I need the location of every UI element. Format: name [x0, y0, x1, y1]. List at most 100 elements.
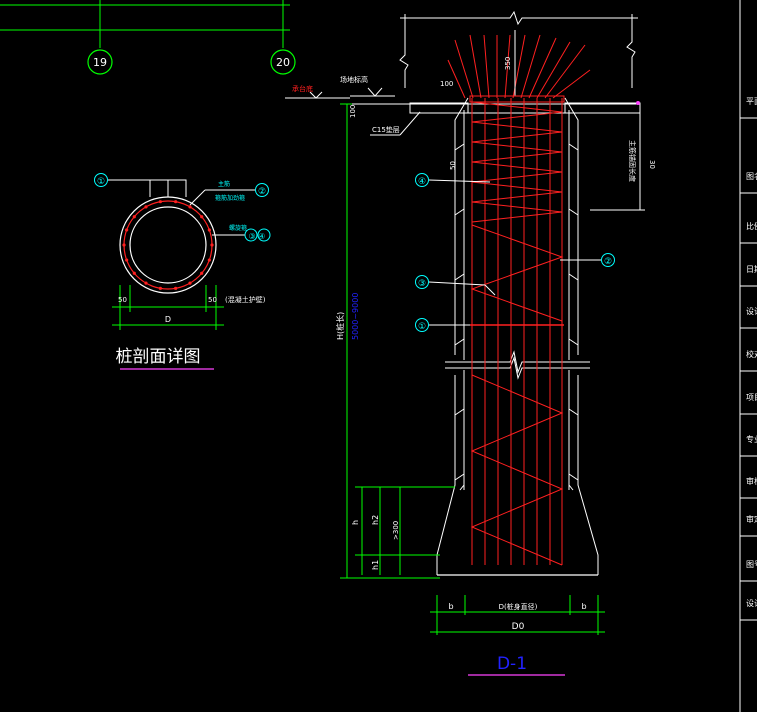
title-block-label: 校对 [746, 349, 757, 359]
title-block-label: 项目 [746, 393, 757, 402]
dim-b-left: b [448, 602, 453, 611]
spiral-stirrup-bottom [470, 374, 564, 566]
title-block-label: 日期 [746, 265, 757, 274]
dim-h: h [351, 520, 360, 525]
title-block-label: 设计 [746, 306, 757, 316]
rebar-dot [144, 205, 148, 209]
cap-bottom-label: 承台底 [292, 84, 313, 93]
title-block-label: 平面 [746, 97, 757, 106]
elev-callout-3: ③ [418, 279, 426, 289]
pile-length-label: H(桩长) [335, 312, 345, 340]
elev-callout-2: ② [604, 257, 612, 267]
section-callout-1: ① [97, 177, 105, 187]
rebar-dot [188, 281, 192, 285]
rebar-dot [207, 258, 211, 262]
lining-notch-left [454, 143, 465, 160]
lining-notch-left [454, 273, 465, 290]
rebar-dot [122, 243, 126, 247]
title-block-label: 设计 [746, 598, 757, 608]
title-block-label: 审定 [746, 514, 757, 524]
title-block-label: 专业 [746, 434, 757, 444]
title-block: 平面图名比例日期设计校对项目专业审核审定图号设计 [739, 0, 757, 712]
lining-notch-right [568, 408, 579, 425]
rebar-dot [125, 258, 129, 262]
anchor-length-label: 主筋锚固长度 [628, 140, 637, 182]
detail-title: D-1 [497, 654, 527, 674]
c15-label: C15垫层 [372, 125, 400, 134]
anchor-bars [447, 34, 591, 99]
section-dim-50-right: 50 [208, 296, 217, 304]
section-rebar-ring [123, 200, 213, 290]
section-title: 桩剖面详图 [116, 347, 201, 367]
lining-notch-left [454, 408, 465, 425]
section-note-spiral: 螺旋箍 [229, 224, 247, 232]
lining-notch-right [568, 273, 579, 290]
dim-100-side: 100 [349, 105, 357, 118]
rebar-dot [132, 215, 136, 219]
left-dimensions: H(桩长) 5000~9000 h h2 h1 >300 [335, 103, 455, 579]
spiral-stirrup-top [471, 101, 563, 223]
rebar-dot [200, 215, 204, 219]
dim-shaft-diameter: D(桩身直径) [499, 602, 538, 611]
dim-30: 30 [648, 160, 656, 169]
ground-label: 场地标高 [340, 75, 368, 84]
title-block-label: 审核 [746, 476, 757, 486]
section-outer-circle [119, 196, 217, 294]
lining-notch-left [454, 208, 465, 225]
title-block-label: 图号 [746, 560, 757, 569]
dim-h1: h1 [371, 560, 380, 570]
spiral-stirrup-mid [470, 224, 564, 322]
lining-notch-left [454, 473, 465, 490]
dim-300: >300 [392, 521, 400, 540]
rebar-dot [132, 271, 136, 275]
dim-100-top: 100 [440, 80, 453, 88]
section-dim-50-left: 50 [118, 296, 127, 304]
rebar-dot [158, 286, 162, 290]
pile-elevation: 350 100 100 承台底 场地标高 C15垫层 主筋锚固长度 30 [285, 10, 656, 676]
bottom-dimensions: b b D(桩身直径) D0 [430, 595, 605, 635]
rebar-cage [469, 95, 565, 566]
title-block-label: 图名 [746, 171, 757, 181]
shaft-break-line [445, 350, 590, 374]
axis-label-19: 19 [93, 56, 107, 69]
elevation-callouts: ④ 50 ③ ① ② [415, 161, 615, 332]
axis-grid: 19 20 [0, 0, 296, 75]
pile-cross-section: ① ② 主筋 箍筋加劲箍 螺旋箍 ③ ④ (混凝土护壁) 50 50 D 桩剖面… [94, 173, 271, 370]
axis-label-20: 20 [276, 56, 290, 69]
wall-notches [454, 143, 579, 490]
dim-d0: D0 [512, 622, 525, 632]
dim-h2: h2 [371, 515, 380, 525]
rebar-dot [158, 200, 162, 204]
section-note-main-rebar: 主筋 [218, 180, 230, 188]
rebar-dot [200, 271, 204, 275]
section-dim-d: D [165, 315, 171, 324]
elev-callout-4: ④ [418, 177, 426, 187]
section-rebar-dots [122, 200, 214, 290]
lining-notch-right [568, 208, 579, 225]
rebar-dot [207, 228, 211, 232]
lining-notch-right [568, 338, 579, 355]
pile-length-value: 5000~9000 [351, 293, 360, 340]
axis-bubble-19 [87, 49, 113, 75]
lining-notch-right [568, 473, 579, 490]
dim-b-right: b [581, 602, 586, 611]
axis-bubble-20 [270, 49, 296, 75]
lining-notch-left [454, 338, 465, 355]
dim-50: 50 [449, 161, 457, 170]
title-block-label: 比例 [746, 221, 757, 231]
dim-350: 350 [504, 57, 512, 70]
rebar-dot [144, 281, 148, 285]
pile-walls [436, 97, 599, 576]
rebar-dot [174, 200, 178, 204]
elev-callout-1: ① [418, 322, 426, 332]
rebar-dot [210, 243, 214, 247]
rebar-dot [174, 286, 178, 290]
section-callout-34: ③ ④ [249, 232, 266, 241]
section-note-lining: (混凝土护壁) [225, 295, 266, 304]
lining-notch-right [568, 143, 579, 160]
rebar-dot [125, 228, 129, 232]
section-note-stirrup: 箍筋加劲箍 [215, 194, 245, 202]
section-inner-circle [129, 206, 207, 284]
rebar-dot [188, 205, 192, 209]
